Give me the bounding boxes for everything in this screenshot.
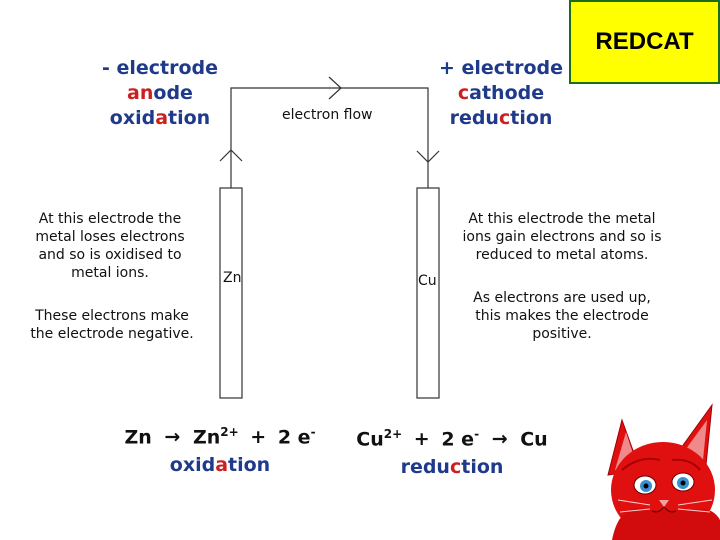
eq-left-product-charge: 2+ — [220, 425, 239, 439]
left-wire-arrow — [219, 149, 243, 162]
right-heading: + electrode cathode reduction — [411, 56, 591, 131]
eq-right-reactant: Cu — [356, 428, 384, 451]
left-sign: - — [101, 57, 110, 79]
eq-right-reactant-charge: 2+ — [383, 427, 403, 441]
reduction-equation-line: Cu2+ + 2 e- → Cu — [332, 420, 572, 453]
zn-label: Zn — [223, 270, 242, 286]
oxidation-post: tion — [168, 107, 211, 129]
reduction-word: reduction — [411, 106, 591, 131]
eq-right-product: Cu — [520, 428, 548, 451]
eq-left-electron-charge: - — [310, 425, 316, 439]
right-wire-arrow — [416, 150, 440, 163]
eq-right-arrow: → — [491, 428, 508, 451]
reduction-highlight: c — [498, 107, 511, 129]
reduction-equation-label: reduction — [332, 453, 572, 481]
reduction-equation: Cu2+ + 2 e- → Cu reduction — [332, 420, 572, 481]
oxidation-highlight: a — [155, 107, 169, 129]
cu-label: Cu — [418, 273, 437, 289]
anode-highlight: an — [127, 82, 154, 104]
redcat-logo-box: REDCAT — [569, 0, 720, 84]
cathode-post: athode — [469, 82, 545, 104]
eq-left-product: Zn — [192, 426, 221, 449]
eq-right-electrons: 2 e — [441, 428, 475, 451]
oxidation-equation: Zn → Zn2+ + 2 e- oxidation — [95, 418, 345, 479]
eq-left-reactant: Zn — [124, 426, 152, 449]
eq-left-plus: + — [250, 426, 267, 449]
cat-icon — [607, 403, 720, 540]
eq-left-sub-post: tion — [228, 454, 271, 477]
oxidation-equation-label: oxidation — [95, 451, 345, 479]
oxidation-equation-line: Zn → Zn2+ + 2 e- — [95, 418, 345, 451]
eq-right-electron-charge: - — [474, 427, 480, 441]
left-heading: - electrode anode oxidation — [70, 56, 250, 131]
right-title: electrode — [461, 57, 564, 79]
right-sign: + — [438, 57, 455, 79]
electron-flow-arrow — [328, 76, 342, 100]
anode-post: ode — [153, 82, 193, 104]
reduction-pre: redu — [449, 107, 499, 129]
eq-right-sub-post: tion — [461, 456, 504, 479]
eq-right-plus: + — [413, 428, 430, 451]
eq-left-arrow: → — [164, 426, 181, 449]
oxidation-word: oxidation — [70, 106, 250, 131]
right-paragraph-2: As electrons are used up, this makes the… — [473, 290, 651, 342]
reduction-post: tion — [510, 107, 553, 129]
anode-word: anode — [70, 81, 250, 106]
left-paragraph-1: At this electrode the metal loses electr… — [35, 211, 185, 281]
right-paragraph-1: At this electrode the metal ions gain el… — [462, 211, 662, 263]
eq-right-sub-pre: redu — [400, 456, 450, 479]
brand-label: REDCAT — [595, 28, 694, 55]
right-heading-line1: + electrode — [411, 56, 591, 81]
eq-right-sub-highlight: c — [449, 456, 462, 479]
wire — [230, 87, 429, 188]
eq-left-electrons: 2 e — [277, 426, 311, 449]
eq-left-sub-highlight: a — [215, 454, 229, 477]
cathode-word: cathode — [411, 81, 591, 106]
cu-electrode — [416, 187, 440, 399]
left-title: electrode — [116, 57, 219, 79]
eq-left-sub-pre: oxid — [169, 454, 216, 477]
zn-electrode — [219, 187, 243, 399]
left-paragraph-2: These electrons make the electrode negat… — [30, 308, 194, 342]
left-heading-line1: - electrode — [70, 56, 250, 81]
cathode-highlight: c — [457, 82, 470, 104]
oxidation-pre: oxid — [109, 107, 156, 129]
electron-flow-label: electron flow — [282, 107, 373, 123]
